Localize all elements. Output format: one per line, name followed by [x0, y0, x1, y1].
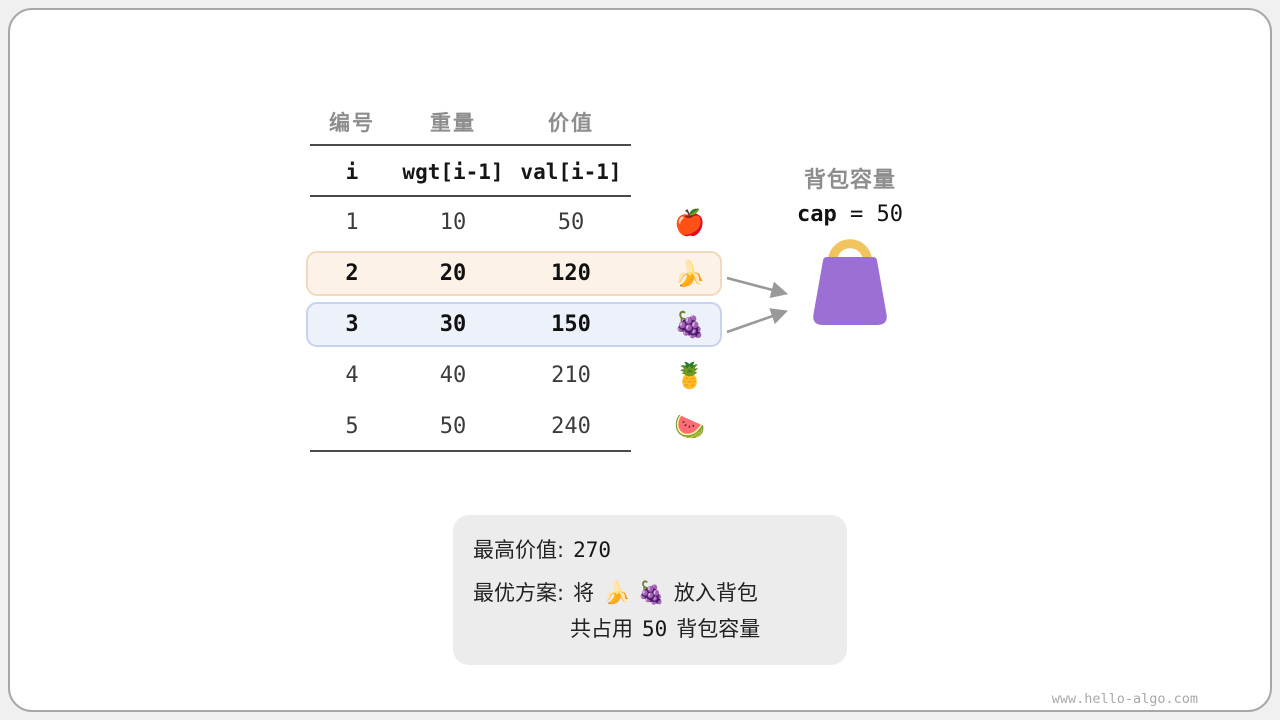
best-value-line: 最高价值: 270 — [473, 536, 827, 565]
best-value-label: 最高价值: — [473, 538, 565, 562]
table-rule-top — [310, 144, 631, 146]
best-value: 270 — [573, 538, 612, 562]
table-row-3-highlighted: 3 30 150 🍇 — [306, 299, 750, 350]
figure-card: 编号 重量 价值 i wgt[i-1] val[i-1] 1 10 50 🍎 2… — [8, 8, 1272, 712]
banana-icon: 🍌 — [674, 259, 706, 288]
apple-icon: 🍎 — [674, 208, 706, 237]
table-row-4: 4 40 210 🍍 — [310, 350, 750, 401]
watermelon-icon: 🍉 — [674, 412, 706, 441]
capacity-usage-line: 共占用 50 背包容量 — [570, 615, 827, 644]
best-plan-label: 最优方案: — [473, 581, 565, 605]
cell-index: 2 — [345, 261, 359, 286]
best-plan-line: 最优方案: 将 🍌 🍇 放入背包 — [473, 579, 827, 608]
cell-index: 4 — [345, 363, 359, 388]
cell-weight: 30 — [439, 312, 467, 337]
usage-post: 背包容量 — [676, 617, 761, 641]
best-plan-post: 放入背包 — [673, 581, 758, 605]
cell-value: 150 — [551, 312, 591, 337]
pineapple-icon: 🍍 — [674, 361, 706, 390]
table-row-1: 1 10 50 🍎 — [310, 197, 750, 248]
best-plan-pre: 将 — [573, 581, 595, 605]
knapsack-capacity-block: 背包容量 cap = 50 — [768, 162, 932, 227]
cap-value: 50 — [876, 202, 904, 227]
col-header-weight: 重量 — [430, 111, 476, 135]
subheader-i: i — [345, 159, 359, 184]
cell-weight: 40 — [439, 363, 467, 388]
arrow-banana-to-bag — [726, 276, 789, 298]
cap-equals: = — [850, 202, 864, 227]
knapsack-capacity-title: 背包容量 — [803, 168, 896, 193]
table-header-row: 编号 重量 价值 — [310, 98, 750, 146]
arrow-grapes-to-bag — [726, 308, 788, 334]
site-url: www.hello-algo.com — [1051, 691, 1198, 707]
result-summary-box: 最高价值: 270 最优方案: 将 🍌 🍇 放入背包 共占用 50 背包容量 — [453, 515, 847, 665]
bag-body — [813, 257, 887, 325]
handbag-icon — [813, 239, 887, 325]
grapes-icon: 🍇 — [674, 310, 706, 339]
table-rule-bottom — [310, 450, 631, 452]
cell-weight: 20 — [439, 261, 467, 286]
table-row-2-highlighted: 2 20 120 🍌 — [306, 248, 750, 299]
cell-index: 5 — [345, 414, 359, 439]
cell-weight: 10 — [439, 210, 467, 235]
cell-index: 3 — [345, 312, 359, 337]
plan-fruit-icons: 🍌 🍇 — [603, 580, 665, 606]
subheader-wgt: wgt[i-1] — [402, 159, 504, 184]
cell-value: 240 — [551, 414, 591, 439]
table-subheader-row: i wgt[i-1] val[i-1] — [310, 146, 750, 197]
usage-value: 50 — [642, 617, 668, 641]
cell-index: 1 — [345, 210, 359, 235]
table-rule-middle — [310, 195, 631, 197]
cell-weight: 50 — [439, 414, 467, 439]
cell-value: 120 — [551, 261, 591, 286]
knapsack-capacity-formula: cap = 50 — [768, 202, 932, 227]
col-header-value: 价值 — [548, 111, 594, 135]
usage-pre: 共占用 — [570, 617, 633, 641]
cell-value: 50 — [557, 210, 585, 235]
bag-handle — [827, 239, 873, 269]
cell-value: 210 — [551, 363, 591, 388]
selection-arrows — [726, 276, 789, 334]
subheader-val: val[i-1] — [520, 159, 622, 184]
cap-variable: cap — [797, 202, 837, 227]
col-header-id: 编号 — [329, 111, 375, 135]
table-row-5: 5 50 240 🍉 — [310, 401, 750, 452]
items-table: 编号 重量 价值 i wgt[i-1] val[i-1] 1 10 50 🍎 2… — [306, 98, 750, 452]
